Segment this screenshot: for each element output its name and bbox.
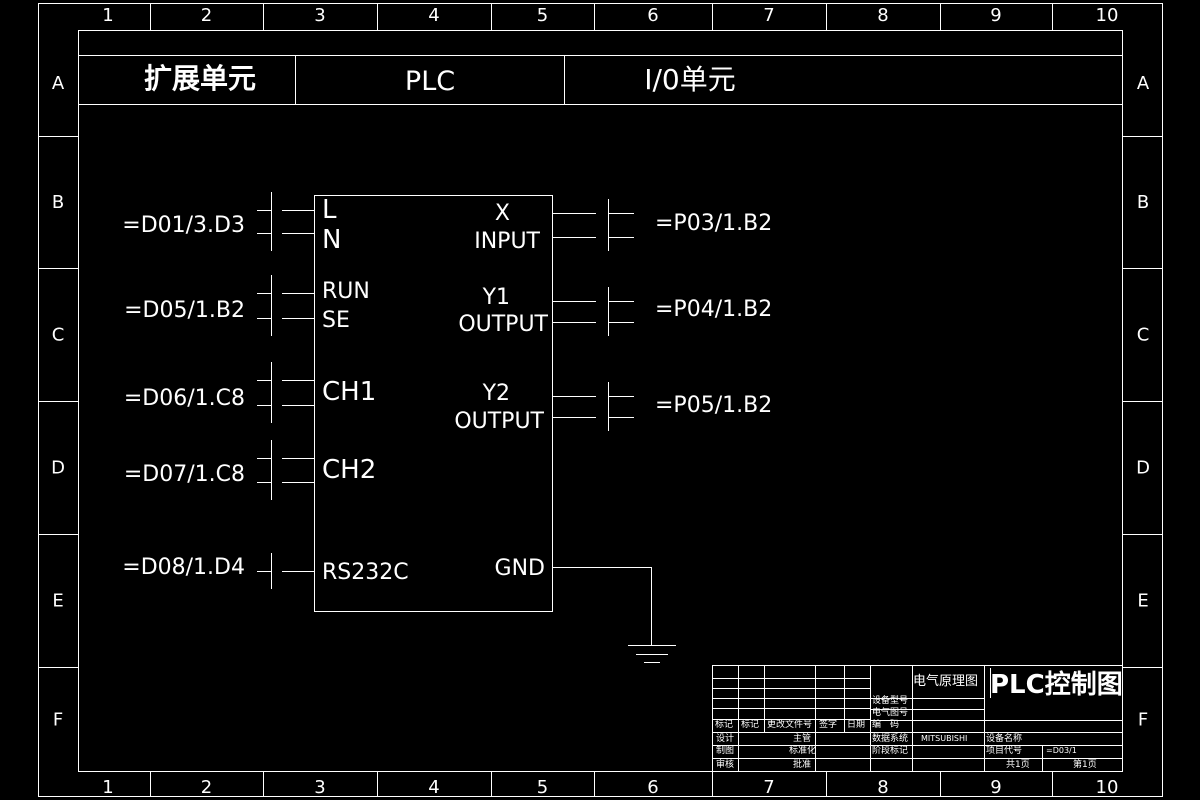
column-marker-bottom-2: 2 (201, 777, 212, 798)
row-marker-right-C: C (1137, 325, 1150, 346)
column-marker-bottom-10: 10 (1096, 777, 1119, 798)
tb-approve: 批准 (793, 758, 811, 770)
tb-rev-header: 签字 (819, 718, 837, 730)
ground-symbol (552, 567, 676, 663)
row-marker-left-B: B (52, 192, 64, 213)
tb-project-value: =D03/1 (1046, 746, 1077, 755)
cross-reference: =D01/3.D3 (122, 213, 245, 238)
column-marker-bottom-4: 4 (428, 777, 439, 798)
tb-drawing-no: 电气图号 (872, 706, 908, 718)
pin-label-gnd: GND (495, 556, 545, 581)
row-marker-left-E: E (52, 591, 63, 612)
pin-label-run: RUN (322, 279, 370, 304)
cross-reference: =D08/1.D4 (122, 555, 245, 580)
tb-drafting: 制图 (716, 744, 734, 756)
tb-rev-header: 日期 (847, 719, 865, 730)
column-marker-top-3: 3 (314, 5, 325, 26)
row-marker-left-F: F (53, 710, 63, 731)
header-bar: 扩展单元 PLC I/0单元 (78, 55, 1122, 105)
tb-standardize: 标准化 (789, 744, 816, 756)
row-marker-right-E: E (1137, 591, 1148, 612)
pin-label-output: OUTPUT (458, 312, 548, 337)
row-marker-left-A: A (52, 73, 65, 94)
tb-project-label: 项目代号 (986, 745, 1022, 756)
tb-code-label: 编 码 (872, 718, 899, 730)
tb-page-no: 第1页 (1073, 758, 1097, 770)
tb-system-value: MITSUBISHI (921, 734, 967, 743)
cross-reference: =D07/1.C8 (124, 462, 245, 487)
pin-label-ch1: CH1 (322, 377, 376, 407)
column-marker-bottom-3: 3 (314, 777, 325, 798)
tb-system-label: 数据系统 (872, 732, 908, 744)
header-extension-unit: 扩展单元 (144, 62, 256, 95)
column-markers: 1 1 2 2 3 3 4 4 5 5 6 6 7 7 8 8 9 9 10 10 (102, 5, 1118, 798)
column-marker-top-2: 2 (201, 5, 212, 26)
header-io-unit: I/0单元 (644, 63, 736, 96)
pin-label-y2: Y2 (482, 381, 510, 406)
tb-rev-header: 更改文件号 (767, 718, 812, 730)
tb-stage-label: 阶段标记 (872, 744, 908, 756)
tb-review: 审核 (716, 758, 734, 770)
tb-drawing-name: PLC控制图 (990, 670, 1123, 700)
column-marker-bottom-5: 5 (537, 777, 548, 798)
column-marker-top-4: 4 (428, 5, 439, 26)
column-marker-top-7: 7 (763, 5, 774, 26)
column-marker-top-6: 6 (647, 5, 658, 26)
tb-rev-header: 标记 (741, 718, 759, 730)
column-marker-top-1: 1 (102, 5, 113, 26)
pin-label-ch2: CH2 (322, 455, 376, 485)
row-marker-right-B: B (1137, 192, 1149, 213)
cross-reference: =D05/1.B2 (124, 298, 245, 323)
tb-drawing-type: 电气原理图 (913, 673, 978, 689)
column-marker-top-10: 10 (1096, 5, 1119, 26)
column-marker-bottom-1: 1 (102, 777, 113, 798)
column-marker-top-9: 9 (990, 5, 1001, 26)
tb-design: 设计 (716, 732, 734, 744)
row-markers: A A B B C C D D E E F F (51, 73, 1150, 731)
drawing-frame (38, 3, 1163, 797)
column-marker-bottom-6: 6 (647, 777, 658, 798)
column-marker-bottom-7: 7 (763, 777, 774, 798)
tb-supervisor: 主管 (793, 732, 811, 744)
pin-label-output: OUTPUT (454, 409, 544, 434)
pin-label-se: SE (322, 308, 350, 333)
column-marker-top-8: 8 (877, 5, 888, 26)
header-plc: PLC (405, 66, 455, 97)
row-marker-right-F: F (1138, 710, 1148, 731)
tb-rev-header: 标记 (715, 718, 733, 730)
title-block: 电气原理图 PLC控制图 设备型号 电气图号 标记标记更改文件号签字日期 编 码… (712, 665, 1123, 772)
cross-reference: =P04/1.B2 (655, 297, 772, 322)
column-marker-top-5: 5 (537, 5, 548, 26)
tb-device-name: 设备名称 (986, 732, 1022, 744)
cross-reference: =P05/1.B2 (655, 393, 772, 418)
tb-total-pages: 共1页 (1006, 759, 1030, 770)
cross-reference: =D06/1.C8 (124, 386, 245, 411)
pin-label-y1: Y1 (482, 285, 510, 310)
pin-label-rs232c: RS232C (322, 560, 409, 585)
tb-device-model: 设备型号 (872, 694, 908, 706)
row-marker-right-D: D (1136, 458, 1150, 479)
row-marker-right-A: A (1137, 73, 1150, 94)
plc-body (314, 195, 553, 612)
column-marker-bottom-9: 9 (990, 777, 1001, 798)
pin-label-input: INPUT (474, 229, 540, 254)
row-marker-left-D: D (51, 458, 65, 479)
pin-label-x: X (495, 201, 510, 226)
row-marker-left-C: C (52, 325, 65, 346)
column-marker-bottom-8: 8 (877, 777, 888, 798)
pin-label-l: L (322, 195, 337, 225)
cross-reference: =P03/1.B2 (655, 211, 772, 236)
pin-label-n: N (322, 225, 341, 255)
